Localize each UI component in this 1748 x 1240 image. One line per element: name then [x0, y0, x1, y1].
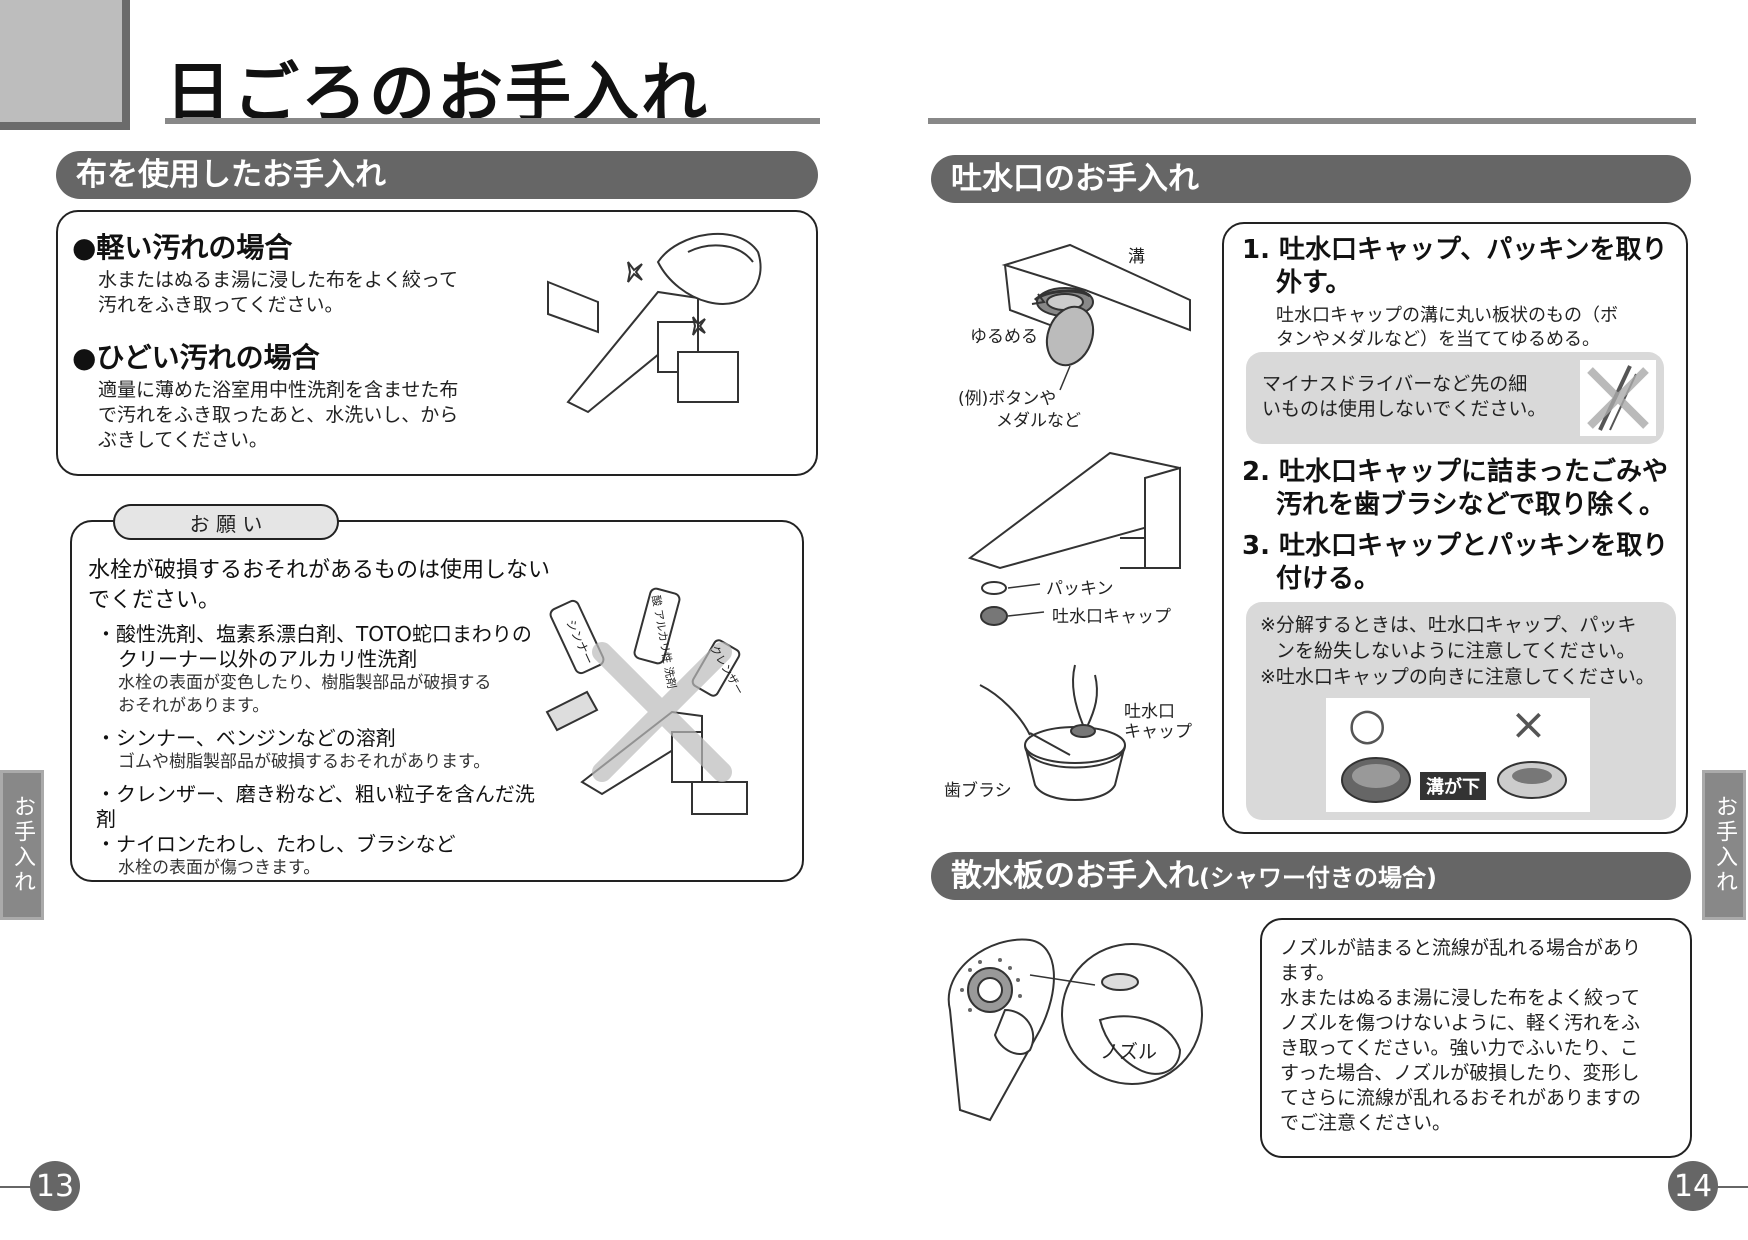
spout-section-heading: 吐水口のお手入れ [931, 155, 1691, 203]
left-side-tab[interactable]: お手入れ [0, 770, 44, 920]
request-items: ・酸性洗剤、塩素系漂白剤、TOTO蛇口まわりの クリーナー以外のアルカリ性洗剤 … [96, 622, 536, 880]
heavy-dirt-title: ●ひどい汚れの場合 [72, 341, 320, 374]
label-loosen: ゆるめる [970, 327, 1038, 347]
label-packing: パッキン [1046, 579, 1114, 599]
request-item-sub: 水栓の表面が変色したり、樹脂製部品が破損する [118, 673, 492, 693]
brush-cleaning-illustration [979, 664, 1126, 801]
request-lead: 水栓が破損するおそれがあるものは使用しない でください。 [88, 558, 551, 613]
left-page-line [0, 1186, 40, 1188]
step1: 1. 吐水口キャップ、パッキンを取り 外す。 [1242, 235, 1668, 298]
groove-down-label: 溝が下 [1420, 772, 1486, 800]
light-dirt-title: ●軽い汚れの場合 [72, 231, 293, 264]
no-screwdriver-icon [1580, 360, 1656, 436]
request-item-sub: ゴムや樹脂製部品が破損するおそれがあります。 [118, 752, 491, 772]
title-corner-block [0, 0, 130, 130]
step1-sub: 吐水口キャップの溝に丸い板状のもの（ボ タンやメダルなど）を当ててゆるめる。 [1276, 305, 1618, 350]
shower-nozzle-illustration [947, 938, 1203, 1122]
request-item-main: ・シンナー、ベンジンなどの溶剤 [96, 726, 396, 750]
right-side-tab[interactable]: お手入れ [1702, 770, 1746, 920]
cap-orientation-figure: ○ × 溝が下 [1326, 698, 1590, 812]
request-tab-label: お 願 い [113, 504, 339, 540]
prohibited-cleaners-illustration: シンナー 酸 アルカリ性 洗剤 クレンザー [545, 587, 748, 815]
screwdriver-warning: マイナスドライバーなど先の細 いものは使用しないでください。 [1246, 352, 1664, 444]
ng-mark: × [1510, 699, 1547, 750]
reassembly-note: ※分解するときは、吐水口キャップ、パッキ ンを紛失しないように注意してください。… [1246, 602, 1676, 820]
cap-orientation-icons [1341, 757, 1567, 803]
cloth-care-box: ●軽い汚れの場合 水またはぬるま湯に浸した布をよく絞って 汚れをふき取ってくださ… [56, 210, 818, 476]
request-item-sub: 水栓の表面が傷つきます。 [118, 858, 321, 878]
ok-mark: ○ [1348, 699, 1387, 750]
title-rule-right [928, 118, 1696, 124]
spray-section-heading: 散水板のお手入れ(シャワー付きの場合) [931, 852, 1691, 900]
right-page-line [1708, 1186, 1748, 1188]
faucet-wiping-illustration [547, 232, 762, 414]
spray-text-box: ノズルが詰まると流線が乱れる場合があり ます。 水またはぬるま湯に浸した布をよく… [1260, 918, 1692, 1158]
label-nozzle: ノズル [1100, 1041, 1158, 1063]
request-item-main: ・ナイロンたわし、たわし、ブラシなど [96, 832, 456, 856]
request-item-main: ・クレンザー、磨き粉など、粗い粒子を含んだ洗剤 [96, 782, 535, 831]
request-item-main: ・酸性洗剤、塩素系漂白剤、TOTO蛇口まわりの [96, 622, 532, 646]
title-rule-left [165, 118, 820, 124]
label-cap: 吐水口キャップ [1052, 607, 1171, 627]
page-number-left: 13 [30, 1161, 80, 1211]
request-item-sub: おそれがあります。 [118, 696, 270, 716]
heavy-dirt-text: 適量に薄めた浴室用中性洗剤を含ませた布 で汚れをふき取ったあと、水洗いし、から … [98, 379, 459, 451]
label-cap2a: 吐水口 [1124, 702, 1175, 722]
label-groove: 溝 [1128, 247, 1145, 267]
request-box: 水栓が破損するおそれがあるものは使用しない でください。 ・酸性洗剤、塩素系漂白… [70, 520, 804, 882]
cap-removal-illustration [1001, 243, 1191, 391]
request-item-main: クリーナー以外のアルカリ性洗剤 [118, 647, 418, 671]
label-brush: 歯ブラシ [944, 781, 1012, 801]
label-example2: メダルなど [996, 411, 1081, 431]
cloth-section-heading: 布を使用したお手入れ [56, 151, 818, 199]
light-dirt-text: 水またはぬるま湯に浸した布をよく絞って 汚れをふき取ってください。 [98, 269, 459, 316]
spout-parts-illustration [967, 451, 1181, 626]
page-number-right: 14 [1668, 1161, 1718, 1211]
step3: 3. 吐水口キャップとパッキンを取り 付ける。 [1242, 531, 1669, 594]
label-example: (例)ボタンや [958, 389, 1057, 409]
step2: 2. 吐水口キャップに詰まったごみや 汚れを歯ブラシなどで取り除く。 [1242, 457, 1668, 520]
spout-steps-box: 1. 吐水口キャップ、パッキンを取り 外す。 吐水口キャップの溝に丸い板状のもの… [1222, 222, 1688, 834]
spray-text: ノズルが詰まると流線が乱れる場合があり ます。 水またはぬるま湯に浸した布をよく… [1280, 937, 1642, 1134]
label-cap2b: キャップ [1124, 722, 1192, 742]
